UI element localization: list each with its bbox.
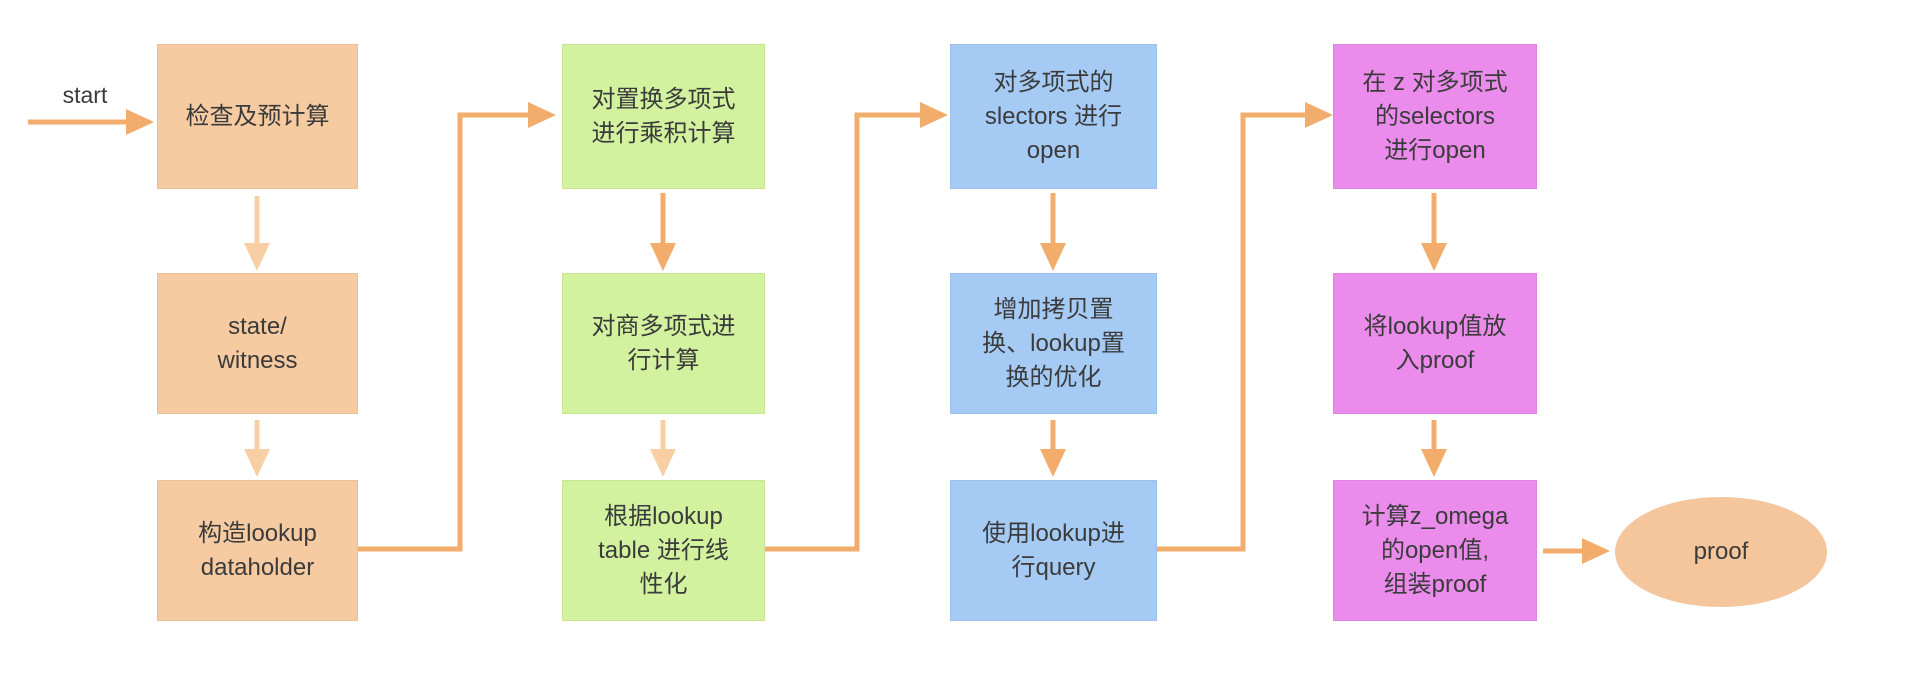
node-label: 使用lookup进 行query: [982, 519, 1125, 581]
node-label: 检查及预计算: [185, 102, 330, 130]
node-proof-terminal: proof: [1615, 497, 1827, 607]
node-label: 在 z 对多项式 的selectors 进行open: [1362, 68, 1508, 164]
node-label: 构造lookup dataholder: [198, 519, 317, 581]
edge-zomega-to-proof: [1543, 538, 1610, 564]
start-label: start: [62, 82, 108, 108]
node-build-lookup-dataholder: 构造lookup dataholder: [157, 480, 358, 621]
node-zomega-open-assemble: 计算z_omega 的open值, 组装proof: [1333, 480, 1537, 621]
node-label: 对置换多项式 进行乘积计算: [591, 85, 736, 147]
node-permutation-product: 对置换多项式 进行乘积计算: [562, 44, 765, 189]
edge-start-arrow: [28, 109, 154, 135]
node-lookup-query: 使用lookup进 行query: [950, 480, 1157, 621]
edge-open-to-optimize: [1040, 193, 1066, 271]
edge-state-to-dataholder: [244, 420, 270, 477]
node-label: state/ witness: [217, 312, 298, 374]
node-label: 计算z_omega 的open值, 组装proof: [1361, 502, 1509, 598]
node-state-witness: state/ witness: [157, 273, 358, 414]
edge-check-to-state: [244, 196, 270, 271]
edge-optimize-to-query: [1040, 420, 1066, 477]
edge-open-z-to-lookup-proof: [1421, 193, 1447, 271]
node-label: 增加拷贝置 换、lookup置 换的优化: [982, 295, 1125, 391]
edge-linearize-to-open: [765, 102, 948, 552]
edge-quotient-to-linearize: [650, 420, 676, 477]
node-label: 对多项式的 slectors 进行 open: [984, 68, 1123, 164]
edge-dataholder-to-permutation: [358, 102, 556, 552]
node-open-selectors-at-z: 在 z 对多项式 的selectors 进行open: [1333, 44, 1537, 189]
node-copy-lookup-optimization: 增加拷贝置 换、lookup置 换的优化: [950, 273, 1157, 414]
node-lookup-table-linearize: 根据lookup table 进行线 性化: [562, 480, 765, 621]
node-label: 将lookup值放 入proof: [1363, 312, 1507, 374]
edge-query-to-open-z: [1157, 102, 1333, 552]
node-lookup-into-proof: 将lookup值放 入proof: [1333, 273, 1537, 414]
node-label: 对商多项式进 行计算: [591, 312, 736, 374]
node-check-precompute: 检查及预计算: [157, 44, 358, 189]
node-label: 根据lookup table 进行线 性化: [598, 502, 729, 598]
node-open-selectors: 对多项式的 slectors 进行 open: [950, 44, 1157, 189]
edge-permutation-to-quotient: [650, 193, 676, 271]
edge-lookup-proof-to-zomega: [1421, 420, 1447, 477]
node-label: proof: [1693, 538, 1749, 565]
node-quotient-poly: 对商多项式进 行计算: [562, 273, 765, 414]
